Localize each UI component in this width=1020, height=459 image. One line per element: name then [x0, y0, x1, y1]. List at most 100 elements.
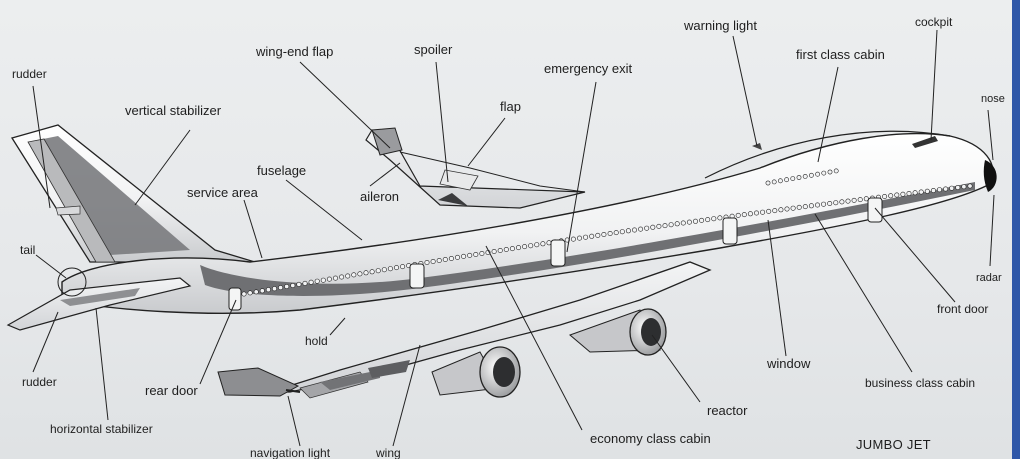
window-glyph	[271, 286, 277, 292]
label-vertical-stabilizer: vertical stabilizer	[125, 103, 222, 118]
window-glyph	[351, 272, 357, 278]
label-window: window	[767, 356, 811, 371]
window-glyph	[772, 208, 778, 214]
label-front-door: front door	[937, 302, 989, 316]
upper-window-glyph	[778, 178, 783, 184]
window-glyph	[296, 281, 302, 287]
window-glyph	[808, 203, 814, 209]
window-glyph	[778, 207, 784, 213]
window-glyph	[814, 202, 820, 208]
window-glyph	[339, 274, 345, 280]
label-rudder-top: rudder	[12, 67, 47, 81]
engines	[431, 308, 667, 398]
window-glyph	[387, 266, 393, 272]
window-glyph	[314, 278, 320, 284]
label-wing: wing	[376, 446, 401, 459]
window-glyph	[583, 234, 589, 240]
window-glyph	[345, 273, 351, 279]
window-glyph	[967, 183, 973, 189]
window-glyph	[400, 264, 406, 270]
label-tail: tail	[20, 243, 36, 257]
window-glyph	[845, 198, 851, 204]
window-glyph	[680, 220, 686, 226]
window-glyph	[259, 288, 265, 294]
upper-window-glyph	[815, 171, 820, 177]
label-rudder-bottom: rudder	[22, 375, 57, 389]
window-glyph	[442, 256, 448, 262]
window-glyph	[936, 187, 942, 193]
window-glyph	[900, 191, 906, 197]
label-rear-door: rear door	[145, 383, 198, 398]
upper-window-glyph	[784, 177, 789, 183]
window-glyph	[320, 277, 326, 283]
window-glyph	[735, 212, 741, 218]
window-glyph	[930, 188, 936, 194]
window-glyph	[705, 217, 711, 223]
window-glyph	[796, 204, 802, 210]
window-glyph	[625, 228, 631, 234]
upper-window-glyph	[796, 175, 802, 180]
window-glyph	[479, 251, 485, 257]
window-glyph	[692, 218, 698, 224]
fuselage-shape	[61, 130, 997, 314]
doors	[228, 197, 883, 311]
window-glyph	[326, 276, 332, 282]
window-glyph	[601, 232, 607, 238]
window-glyph	[467, 252, 473, 258]
window-glyph	[839, 199, 845, 205]
label-flap: flap	[500, 99, 521, 114]
label-reactor: reactor	[707, 403, 748, 418]
label-nose: nose	[981, 93, 1005, 105]
window-glyph	[430, 258, 436, 264]
window-glyph	[644, 225, 650, 231]
label-wing-end-flap: wing-end flap	[256, 44, 334, 59]
window-glyph	[332, 275, 338, 281]
window-glyph	[522, 244, 528, 250]
near-wing	[217, 261, 712, 399]
window-glyph	[528, 243, 534, 249]
window-glyph	[760, 209, 766, 215]
window-glyph	[717, 215, 723, 221]
window-glyph	[686, 219, 692, 225]
window-glyph	[827, 201, 833, 207]
window-glyph	[473, 252, 479, 258]
window-glyph	[448, 255, 454, 261]
upper-window-glyph	[771, 179, 777, 185]
window-glyph	[375, 268, 381, 274]
window-glyph	[955, 185, 961, 191]
window-glyph	[821, 201, 827, 207]
upper-window-glyph	[765, 180, 771, 186]
upper-deck-windows	[765, 168, 839, 186]
label-warning-light: warning light	[684, 18, 757, 33]
label-hold: hold	[305, 334, 328, 348]
window-glyph	[241, 291, 247, 297]
window-glyph	[656, 223, 662, 229]
window-glyph	[357, 271, 363, 277]
window-glyph	[851, 197, 857, 203]
window-glyph	[424, 259, 430, 265]
window-glyph	[436, 257, 442, 263]
window-glyph	[363, 270, 369, 276]
window-glyph	[631, 227, 637, 233]
window-glyph	[613, 230, 619, 236]
upper-window-glyph	[790, 176, 796, 181]
label-spoiler: spoiler	[414, 42, 453, 57]
upper-window-glyph	[802, 173, 808, 179]
label-emergency-exit: emergency exit	[544, 61, 633, 76]
label-service-area: service area	[187, 185, 258, 200]
window-glyph	[607, 231, 613, 237]
window-glyph	[290, 282, 296, 288]
page-edge-strip	[1012, 0, 1020, 459]
window-glyph	[308, 279, 314, 285]
window-glyph	[253, 289, 259, 295]
window-glyph	[961, 184, 967, 190]
upper-window-glyph	[833, 168, 839, 174]
leader-lines	[32, 29, 995, 447]
window-glyph	[393, 265, 399, 271]
label-horizontal-stabilizer: horizontal stabilizer	[50, 422, 153, 436]
window-glyph	[943, 186, 949, 192]
window-glyph	[454, 254, 460, 260]
window-glyph	[674, 221, 680, 227]
window-glyph	[265, 287, 271, 293]
window-glyph	[576, 235, 582, 241]
